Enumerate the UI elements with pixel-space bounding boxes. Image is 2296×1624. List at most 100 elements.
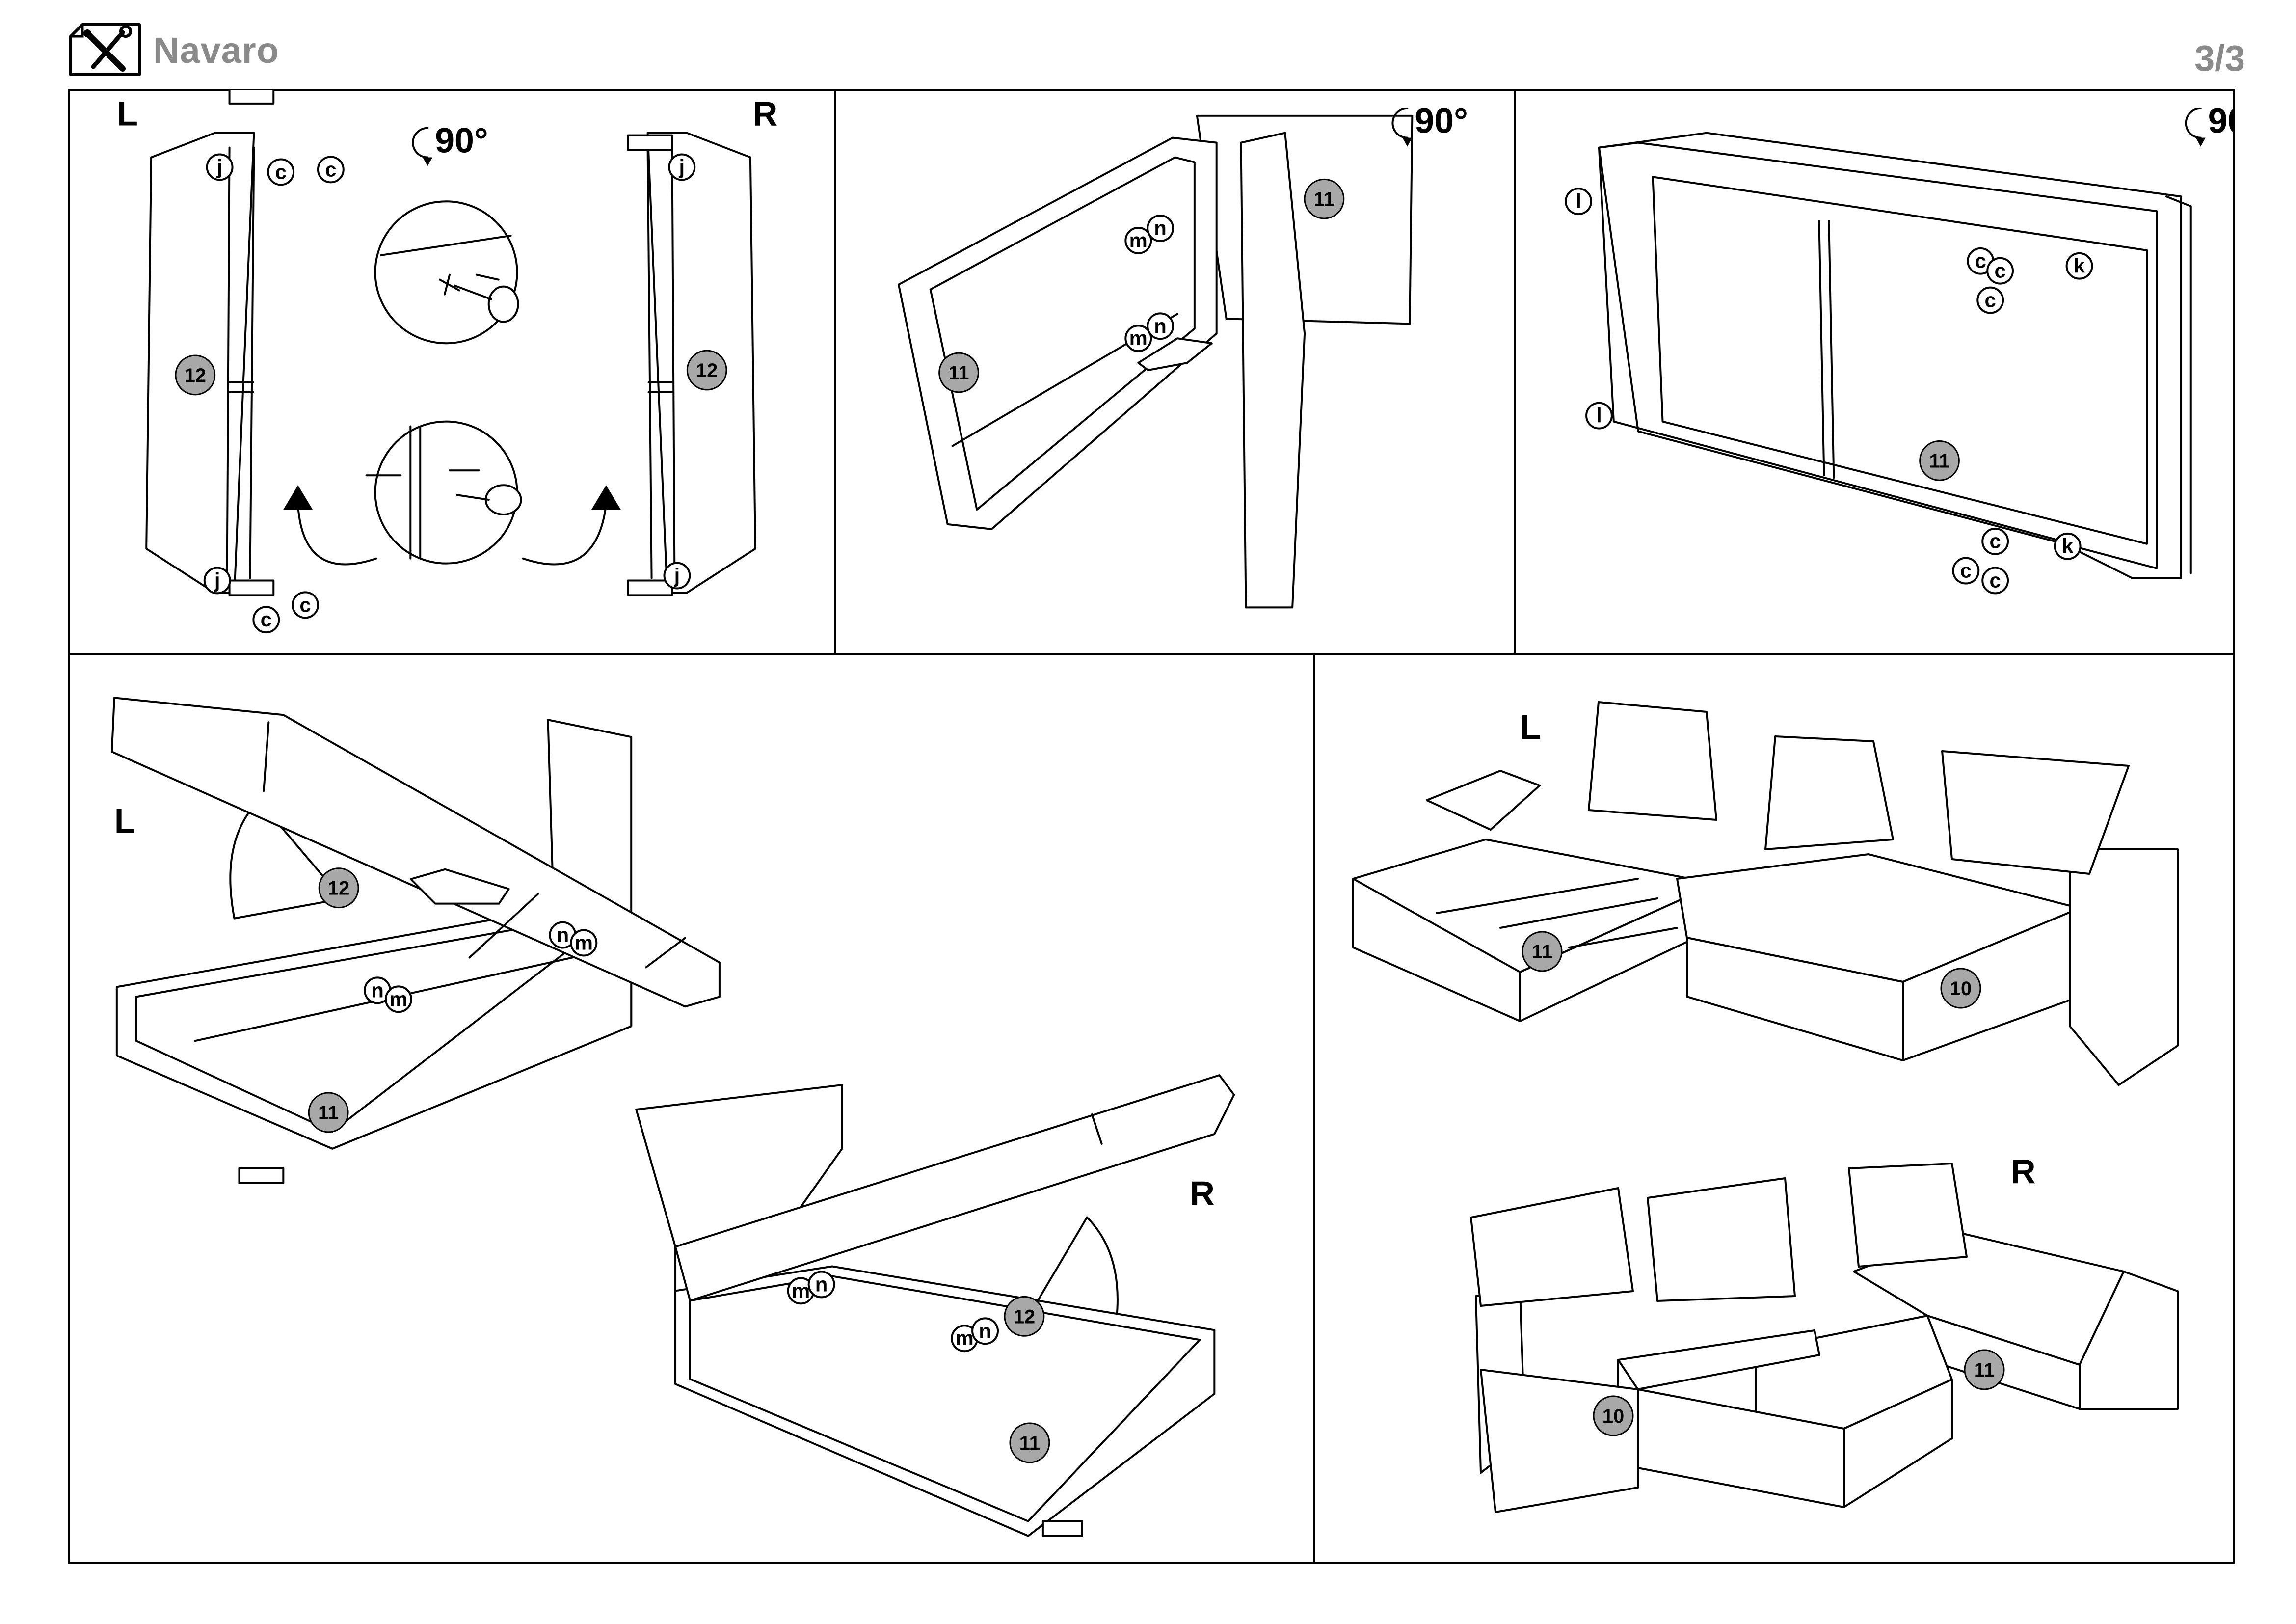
badge-11: 11 xyxy=(1919,440,1960,481)
panel-lift-mechanism: 90° 11 11 m n m n xyxy=(835,89,1516,655)
hw-j: j xyxy=(663,562,691,590)
sofa-left-config xyxy=(1352,701,2179,1086)
svg-text:11: 11 xyxy=(948,362,969,384)
lift-mechanism xyxy=(1137,337,1213,371)
page-number: 3/3 xyxy=(2194,38,2245,79)
hw-c: c xyxy=(317,156,345,184)
base-frame xyxy=(1598,132,2192,579)
hw-l: l xyxy=(1565,188,1593,216)
left-chaise xyxy=(110,697,721,1184)
rotate-90-icon xyxy=(2185,107,2202,139)
hw-c: c xyxy=(1986,257,2014,285)
rotate-90-icon xyxy=(1391,107,1409,139)
svg-text:m: m xyxy=(955,1326,973,1350)
hw-j: j xyxy=(203,567,231,595)
svg-text:10: 10 xyxy=(1950,978,1972,1000)
svg-text:11: 11 xyxy=(1019,1433,1040,1454)
hw-c: c xyxy=(1952,557,1980,585)
label-right: R xyxy=(753,95,777,133)
badge-10: 10 xyxy=(1940,968,1981,1009)
rotation-label: 90° xyxy=(1415,102,1468,141)
brand-name: Navaro xyxy=(153,30,279,71)
zoom-detail-awl xyxy=(365,420,522,565)
label-left: L xyxy=(114,802,135,840)
hw-m: m xyxy=(1124,227,1152,254)
panel-open-chaise: L 12 11 n m n m R 12 11 m n m n xyxy=(68,653,1315,1564)
svg-text:k: k xyxy=(2062,535,2074,558)
hw-l: l xyxy=(1585,402,1613,430)
hw-c: c xyxy=(1981,567,2009,595)
hw-n: n xyxy=(971,1317,999,1345)
badge-12-left: 12 xyxy=(175,354,216,396)
hw-n: n xyxy=(807,1271,835,1299)
hw-j: j xyxy=(206,153,234,181)
svg-text:j: j xyxy=(214,568,220,592)
badge-12: 12 xyxy=(318,867,359,909)
hw-m: m xyxy=(570,929,598,957)
svg-text:12: 12 xyxy=(696,360,718,381)
panel-base-frame: 90° 11 l l c c c k c c c k xyxy=(1515,89,2235,655)
badge-10: 10 xyxy=(1593,1395,1634,1436)
hw-m: m xyxy=(951,1325,979,1353)
svg-text:c: c xyxy=(1990,530,2001,553)
hw-c: c xyxy=(267,158,295,186)
hw-n: n xyxy=(1147,312,1175,340)
badge-12-right: 12 xyxy=(686,350,727,391)
hw-c: c xyxy=(292,591,319,619)
label-right: R xyxy=(2011,1152,2036,1191)
svg-text:c: c xyxy=(299,593,311,616)
badge-11: 11 xyxy=(938,352,979,393)
badge-11: 11 xyxy=(308,1092,349,1133)
zoom-detail-screwdriver xyxy=(374,200,519,345)
svg-text:12: 12 xyxy=(185,365,206,386)
svg-text:11: 11 xyxy=(318,1102,339,1124)
svg-text:n: n xyxy=(371,978,384,1001)
svg-text:m: m xyxy=(1129,326,1148,350)
hw-k: k xyxy=(2054,532,2082,560)
svg-text:j: j xyxy=(674,564,680,587)
badge-11: 11 xyxy=(1522,931,1563,972)
tools-icon xyxy=(69,23,141,76)
panel-final-assembly: L 11 10 R 10 11 xyxy=(1314,653,2235,1564)
back-cushion-panel xyxy=(1196,114,1414,325)
hw-j: j xyxy=(668,153,696,181)
svg-text:c: c xyxy=(261,608,272,631)
svg-text:n: n xyxy=(557,923,569,947)
hw-c: c xyxy=(1981,527,2009,555)
hw-c: c xyxy=(1976,286,2004,314)
svg-text:12: 12 xyxy=(328,878,349,899)
rotate-90-icon xyxy=(412,127,433,166)
label-left: L xyxy=(117,95,138,133)
upholstered-panel xyxy=(1240,132,1306,609)
svg-text:11: 11 xyxy=(1314,189,1335,210)
svg-text:j: j xyxy=(216,155,223,178)
arrow-right xyxy=(522,504,607,566)
svg-text:m: m xyxy=(1129,229,1148,252)
svg-text:n: n xyxy=(815,1272,828,1296)
rotation-label: 90° xyxy=(2208,102,2235,141)
svg-text:l: l xyxy=(1575,189,1581,213)
hw-k: k xyxy=(2065,252,2093,280)
hw-m: m xyxy=(787,1277,815,1305)
rotation-label: 90° xyxy=(435,121,488,161)
badge-11: 11 xyxy=(1304,178,1345,219)
svg-text:11: 11 xyxy=(1929,450,1949,472)
svg-text:12: 12 xyxy=(1014,1306,1035,1327)
svg-text:m: m xyxy=(389,987,407,1010)
svg-text:c: c xyxy=(325,158,336,181)
svg-text:c: c xyxy=(1990,568,2001,592)
hw-c: c xyxy=(252,606,280,634)
svg-text:c: c xyxy=(1975,249,1986,272)
hw-m: m xyxy=(1124,325,1152,352)
svg-text:c: c xyxy=(275,160,287,183)
label-left: L xyxy=(1520,708,1541,746)
svg-text:l: l xyxy=(1596,404,1602,427)
panel-side-panels: L R 90° 12 12 j xyxy=(68,89,836,655)
svg-text:n: n xyxy=(1154,217,1167,240)
svg-text:c: c xyxy=(1985,288,1996,311)
hw-n: n xyxy=(1147,215,1175,242)
svg-text:k: k xyxy=(2074,254,2085,277)
badge-11: 11 xyxy=(1009,1422,1050,1463)
svg-text:m: m xyxy=(575,931,593,954)
label-right: R xyxy=(1190,1174,1214,1213)
